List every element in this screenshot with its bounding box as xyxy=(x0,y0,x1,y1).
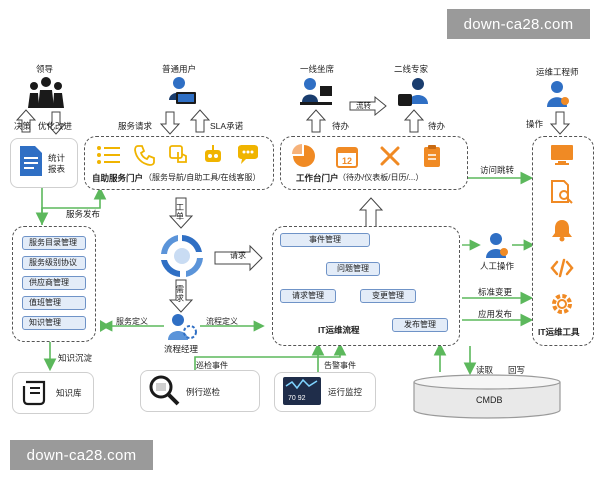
expert-icon xyxy=(396,76,432,110)
user-computer-icon xyxy=(164,76,198,110)
manual-operator-icon xyxy=(484,232,510,258)
monitor-icon xyxy=(550,144,574,166)
cycle-icon xyxy=(158,232,206,280)
chat-icon xyxy=(236,144,260,166)
service-catalog-item[interactable]: 供应商管理 xyxy=(22,276,86,290)
label-inspection-event: 巡检事件 xyxy=(196,361,228,370)
label-decision: 决策 xyxy=(14,121,32,131)
watermark-bottom: down-ca28.com xyxy=(10,440,153,470)
label-escalate: 流转 xyxy=(356,101,371,110)
code-icon xyxy=(550,256,574,280)
agent-desk-icon xyxy=(298,76,334,110)
report-doc-icon xyxy=(20,146,42,176)
cmdb-cylinder[interactable] xyxy=(412,374,562,420)
label-work-order: 工单 xyxy=(176,203,184,221)
knowledge-base-label: 知识库 xyxy=(56,388,82,398)
it-tools-title: IT运维工具 xyxy=(538,327,580,337)
role-leader: 领导 xyxy=(36,64,54,74)
clipboard-icon xyxy=(422,144,442,168)
stats-report-label: 统计报表 xyxy=(48,153,66,174)
search-doc-icon xyxy=(550,180,574,204)
label-access-jump: 访问跳转 xyxy=(480,165,515,175)
it-process-title: IT运维流程 xyxy=(318,325,360,335)
label-pending-2: 待办 xyxy=(428,121,446,131)
label-request: 请求 xyxy=(230,251,246,260)
release-mgmt[interactable]: 发布管理 xyxy=(392,318,448,332)
role-ops-engineer: 运维工程师 xyxy=(536,67,579,77)
label-process-define: 流程定义 xyxy=(206,317,238,326)
self-service-portal-title: 自助服务门户 xyxy=(92,173,144,183)
manager-icon xyxy=(166,312,198,342)
label-write-back: 回写 xyxy=(508,365,526,375)
label-pending-1: 待办 xyxy=(332,121,350,131)
label-operate: 操作 xyxy=(526,119,544,129)
watermark-top: down-ca28.com xyxy=(447,9,590,39)
label-service-request: 服务请求 xyxy=(118,121,153,131)
role-second-line-expert: 二线专家 xyxy=(394,64,429,74)
cmdb-label: CMDB xyxy=(476,395,503,405)
gear-icon xyxy=(550,292,574,316)
label-demand: 需求 xyxy=(176,285,184,303)
role-process-manager: 流程经理 xyxy=(164,344,199,354)
self-service-portal-desc: （服务导航/自助工具/在线客服） xyxy=(144,173,261,182)
touch-icon xyxy=(168,144,190,166)
label-app-release: 应用发布 xyxy=(478,309,513,319)
bell-icon xyxy=(550,218,574,242)
service-catalog-item[interactable]: 值班管理 xyxy=(22,296,86,310)
tools-icon xyxy=(378,144,402,168)
scroll-icon xyxy=(22,378,50,406)
engineer-icon xyxy=(544,80,572,108)
phone-icon xyxy=(134,144,156,166)
change-mgmt[interactable]: 变更管理 xyxy=(360,289,416,303)
calendar-icon: 12 xyxy=(336,144,358,168)
running-monitor-label: 运行监控 xyxy=(328,387,363,397)
label-service-publish: 服务发布 xyxy=(66,209,101,219)
service-catalog-item[interactable]: 知识管理 xyxy=(22,316,86,330)
request-mgmt[interactable]: 请求管理 xyxy=(280,289,336,303)
svg-text:12: 12 xyxy=(342,156,352,166)
label-standard-change: 标准变更 xyxy=(478,287,513,297)
label-manual-operation: 人工操作 xyxy=(480,261,515,271)
workbench-portal-title: 工作台门户 xyxy=(296,173,339,183)
pie-chart-icon xyxy=(292,144,316,168)
label-sla: SLA承诺 xyxy=(210,121,244,131)
list-icon xyxy=(96,144,120,166)
dashboard-icon xyxy=(282,376,322,406)
label-alarm-event: 告警事件 xyxy=(324,361,356,370)
leader-group-icon xyxy=(28,76,64,110)
role-normal-user: 普通用户 xyxy=(162,64,197,74)
routine-inspection-label: 例行巡检 xyxy=(186,387,221,397)
label-knowledge-settle: 知识沉淀 xyxy=(58,353,93,363)
label-optimize: 优化改进 xyxy=(38,121,73,131)
magnifier-icon xyxy=(148,374,180,406)
workbench-portal-desc: （待办/仪表板/日历/...） xyxy=(338,173,424,182)
service-catalog-item[interactable]: 服务级别协议 xyxy=(22,256,86,270)
monitor-reading: 70 92 xyxy=(288,395,306,402)
problem-mgmt[interactable]: 问题管理 xyxy=(326,262,380,276)
label-service-define: 服务定义 xyxy=(116,317,148,326)
label-read: 读取 xyxy=(476,365,494,375)
event-mgmt[interactable]: 事件管理 xyxy=(280,233,370,247)
role-frontline-agent: 一线坐席 xyxy=(300,64,335,74)
knowledge-base-panel[interactable] xyxy=(12,372,94,414)
service-catalog-item[interactable]: 服务目录管理 xyxy=(22,236,86,250)
robot-icon xyxy=(202,144,224,166)
